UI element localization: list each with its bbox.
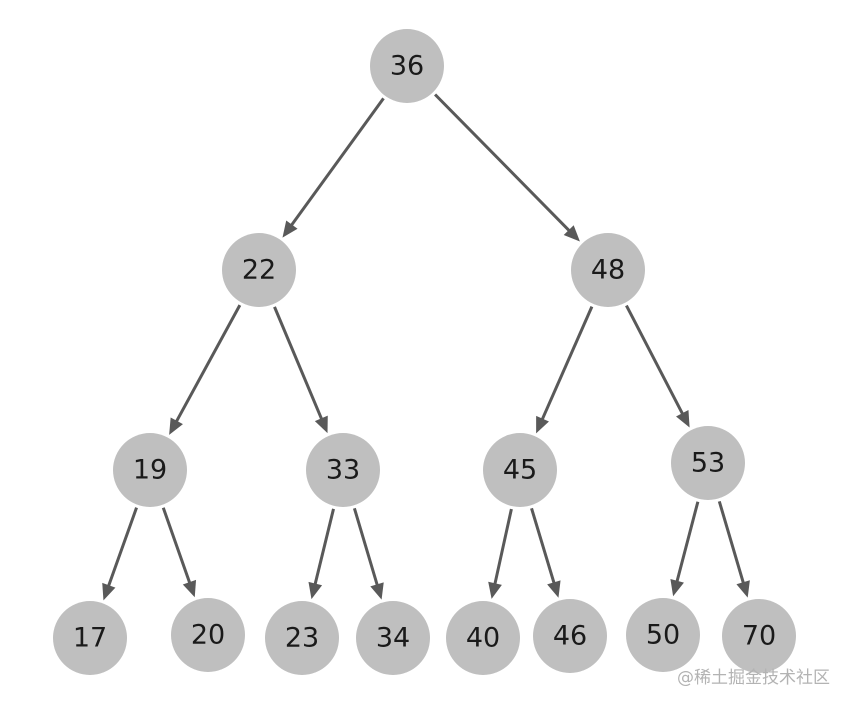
arrowhead-icon bbox=[676, 410, 690, 428]
edge-line bbox=[174, 304, 242, 424]
tree-node-33: 33 bbox=[306, 433, 380, 507]
tree-node-20: 20 bbox=[171, 598, 245, 672]
node-label: 34 bbox=[376, 623, 410, 654]
node-circle bbox=[722, 599, 796, 673]
edge-arrow bbox=[161, 507, 197, 598]
edge-arrow bbox=[102, 507, 138, 601]
arrowhead-icon bbox=[169, 417, 183, 435]
node-circle bbox=[265, 601, 339, 675]
node-label: 46 bbox=[553, 621, 587, 652]
edge-line bbox=[434, 93, 572, 233]
arrowhead-icon bbox=[370, 582, 384, 600]
node-label: 33 bbox=[326, 455, 360, 486]
arrowhead-icon bbox=[314, 415, 328, 434]
node-circle bbox=[533, 599, 607, 673]
tree-node-48: 48 bbox=[571, 233, 645, 307]
node-circle bbox=[446, 601, 520, 675]
node-circle bbox=[571, 233, 645, 307]
node-label: 19 bbox=[133, 455, 167, 486]
edge-arrow bbox=[352, 507, 384, 600]
node-label: 20 bbox=[191, 620, 225, 651]
edge-arrow bbox=[625, 304, 690, 428]
watermark-text: @稀土掘金技术社区 bbox=[677, 668, 830, 688]
arrowhead-icon bbox=[308, 581, 323, 600]
tree-edges bbox=[102, 93, 750, 601]
node-label: 23 bbox=[285, 623, 319, 654]
node-circle bbox=[53, 601, 127, 675]
edge-line bbox=[273, 306, 324, 421]
arrowhead-icon bbox=[736, 580, 750, 598]
arrowhead-icon bbox=[670, 579, 684, 597]
tree-node-34: 34 bbox=[356, 601, 430, 675]
node-circle bbox=[171, 598, 245, 672]
edge-arrow bbox=[717, 500, 750, 598]
edge-line bbox=[625, 304, 685, 416]
edge-arrow bbox=[530, 507, 561, 598]
tree-node-36: 36 bbox=[370, 29, 444, 103]
tree-node-45: 45 bbox=[483, 433, 557, 507]
edge-arrow bbox=[273, 306, 328, 434]
node-label: 22 bbox=[242, 255, 276, 286]
edge-line bbox=[352, 507, 380, 587]
edge-line bbox=[675, 501, 700, 584]
tree-node-23: 23 bbox=[265, 601, 339, 675]
arrowhead-icon bbox=[563, 225, 580, 242]
edge-arrow bbox=[536, 306, 594, 434]
node-circle bbox=[113, 433, 187, 507]
node-label: 45 bbox=[503, 455, 537, 486]
tree-node-17: 17 bbox=[53, 601, 127, 675]
edge-line bbox=[313, 508, 335, 586]
edge-line bbox=[493, 508, 513, 586]
node-label: 48 bbox=[591, 255, 625, 286]
node-label: 17 bbox=[73, 623, 107, 654]
edge-arrow bbox=[670, 501, 700, 597]
arrowhead-icon bbox=[488, 581, 502, 599]
edge-arrow bbox=[434, 93, 580, 242]
tree-node-22: 22 bbox=[222, 233, 296, 307]
node-circle bbox=[626, 598, 700, 672]
node-circle bbox=[671, 426, 745, 500]
edge-line bbox=[540, 306, 594, 422]
node-label: 40 bbox=[466, 623, 500, 654]
edge-line bbox=[161, 507, 192, 585]
arrowhead-icon bbox=[536, 415, 549, 434]
tree-node-40: 40 bbox=[446, 601, 520, 675]
node-label: 53 bbox=[691, 448, 725, 479]
node-label: 36 bbox=[390, 51, 424, 82]
edge-arrow bbox=[308, 508, 335, 600]
arrowhead-icon bbox=[547, 580, 561, 598]
node-label: 70 bbox=[742, 621, 776, 652]
node-circle bbox=[222, 233, 296, 307]
node-circle bbox=[483, 433, 557, 507]
node-label: 50 bbox=[646, 620, 680, 651]
arrowhead-icon bbox=[102, 582, 116, 601]
node-circle bbox=[306, 433, 380, 507]
arrowhead-icon bbox=[182, 579, 197, 598]
arrowhead-icon bbox=[282, 220, 298, 238]
node-circle bbox=[356, 601, 430, 675]
tree-nodes: 36 22 48 19 33 45 53 17 20 23 34 40 46 50 70 bbox=[53, 29, 796, 675]
edge-line bbox=[106, 507, 138, 588]
edge-arrow bbox=[282, 97, 385, 238]
tree-node-70: 70 bbox=[722, 599, 796, 673]
edge-arrow bbox=[169, 304, 242, 435]
tree-node-53: 53 bbox=[671, 426, 745, 500]
node-circle bbox=[370, 29, 444, 103]
edge-line bbox=[717, 500, 746, 585]
tree-node-46: 46 bbox=[533, 599, 607, 673]
edge-line bbox=[289, 97, 385, 228]
tree-node-19: 19 bbox=[113, 433, 187, 507]
edge-line bbox=[530, 507, 556, 585]
tree-node-50: 50 bbox=[626, 598, 700, 672]
edge-arrow bbox=[488, 508, 513, 599]
